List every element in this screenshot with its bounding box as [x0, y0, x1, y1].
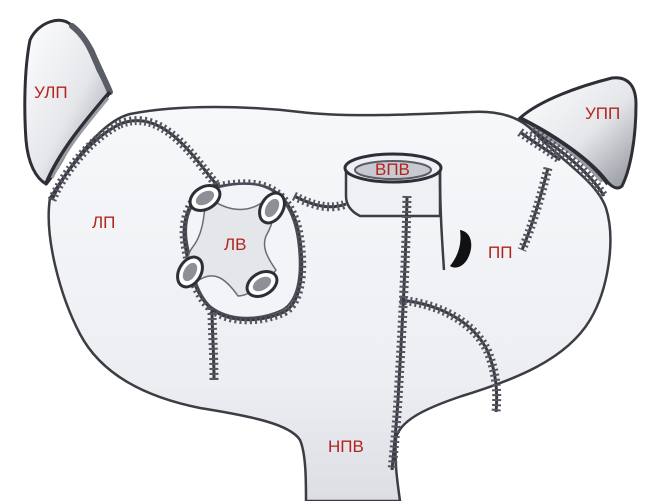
label-lp: ЛП: [92, 213, 115, 232]
label-ulp: УЛП: [34, 83, 68, 102]
label-pp: ПП: [488, 243, 512, 262]
label-npv: НПВ: [328, 437, 364, 456]
label-lv: ЛВ: [224, 235, 247, 254]
label-upp: УПП: [585, 104, 620, 123]
label-vpv: ВПВ: [375, 160, 410, 179]
suture-window-down-stitches: [212, 308, 214, 380]
